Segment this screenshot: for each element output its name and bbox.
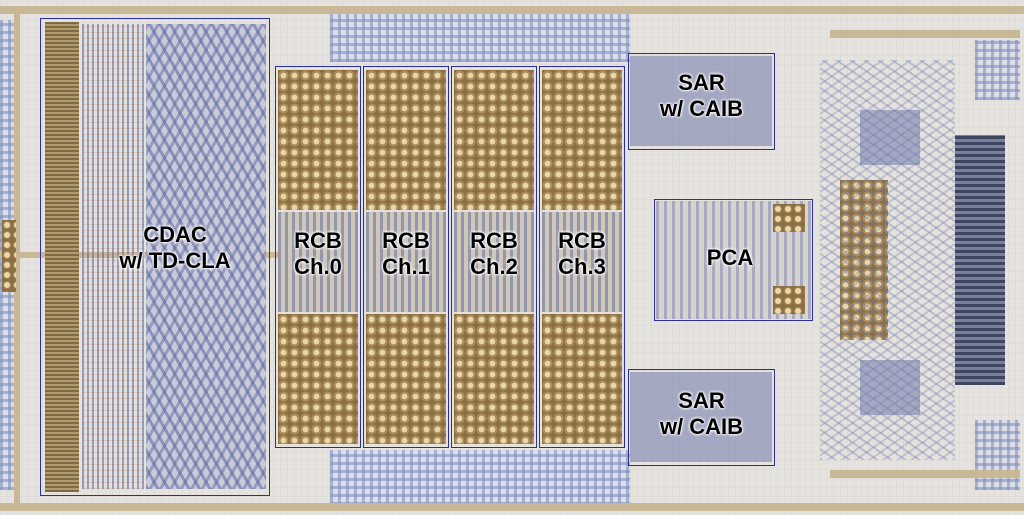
- rcb-ch1-switches: [366, 212, 446, 312]
- pca-label-line1: PCA: [706, 245, 754, 270]
- sar-top-label-line2: w/ CAIB: [659, 95, 744, 121]
- bottom-metal-rail: [0, 503, 1024, 511]
- io-pad-strip: [2, 220, 16, 292]
- sar-top-logic: [630, 56, 772, 146]
- rcb-ch1-label-line1: RCB: [382, 228, 430, 253]
- rcb-ch1-outline: [363, 66, 449, 448]
- rcb-ch2-switches: [454, 212, 534, 312]
- rcb-ch2-label-line2: Ch.2: [470, 253, 518, 279]
- cdac-capacitor-array-left: [45, 22, 79, 492]
- rcb-ch1-label: RCB Ch.1: [363, 228, 449, 280]
- sar-bottom-label-line1: SAR: [678, 388, 725, 413]
- rcb-ch3-bottom-pads: [542, 314, 622, 444]
- pca-outline: [654, 199, 813, 321]
- rcb-ch1-label-line2: Ch.1: [382, 253, 430, 279]
- pca-pads-top: [773, 204, 805, 232]
- right-pad-cluster: [840, 180, 888, 340]
- rcb-ch3-top-pads: [542, 70, 622, 210]
- rcb-ch3-label-line1: RCB: [558, 228, 606, 253]
- rcb-ch1-top-pads: [366, 70, 446, 210]
- sar-top-label: SAR w/ CAIB: [628, 70, 775, 122]
- right-metal-bus: [830, 30, 1020, 38]
- pca-label: PCA: [680, 245, 780, 271]
- rcb-ch3-label-line2: Ch.3: [558, 253, 606, 279]
- right-metal-bus-2: [830, 470, 1020, 478]
- bottom-routing-grid: [330, 450, 630, 505]
- right-top-grid: [975, 40, 1020, 100]
- sar-bottom-label: SAR w/ CAIB: [628, 388, 775, 440]
- rcb-ch0-label-line1: RCB: [294, 228, 342, 253]
- right-logic-block: [955, 135, 1005, 385]
- rcb-ch2-top-pads: [454, 70, 534, 210]
- right-upper-logic: [860, 110, 920, 165]
- rcb-ch0-switches: [278, 212, 358, 312]
- rcb-ch1-block: [363, 66, 449, 448]
- sar-top-outline: [628, 53, 775, 150]
- cdac-wiring: [82, 24, 144, 489]
- rcb-ch0-top-pads: [278, 70, 358, 210]
- sar-bottom-logic: [630, 372, 772, 462]
- rcb-ch1-bottom-pads: [366, 314, 446, 444]
- cdac-outline: [40, 18, 270, 496]
- sar-bottom-label-line2: w/ CAIB: [659, 413, 744, 439]
- rcb-ch2-block: [451, 66, 537, 448]
- rcb-ch3-switches: [542, 212, 622, 312]
- rcb-ch3-outline: [539, 66, 625, 448]
- rcb-ch0-label-line2: Ch.0: [294, 253, 342, 279]
- rcb-ch2-label-line1: RCB: [470, 228, 518, 253]
- pca-pads-bottom: [773, 286, 805, 314]
- top-metal-rail: [0, 6, 1024, 14]
- rcb-ch2-outline: [451, 66, 537, 448]
- rcb-ch0-outline: [275, 66, 361, 448]
- sar-top-label-line1: SAR: [678, 70, 725, 95]
- rcb-ch2-label: RCB Ch.2: [451, 228, 537, 280]
- rcb-ch2-bottom-pads: [454, 314, 534, 444]
- right-bottom-grid: [975, 420, 1020, 490]
- cdac-td-cla-logic: [146, 24, 266, 489]
- rcb-ch0-label: RCB Ch.0: [275, 228, 361, 280]
- left-metal-rail: [14, 6, 20, 511]
- rcb-ch0-block: [275, 66, 361, 448]
- cdac-label: CDAC w/ TD-CLA: [80, 222, 270, 274]
- sar-bottom-outline: [628, 369, 775, 466]
- right-lower-logic: [860, 360, 920, 415]
- cdac-label-line1: CDAC: [143, 222, 207, 247]
- rcb-ch3-label: RCB Ch.3: [539, 228, 625, 280]
- top-routing-grid: [330, 14, 630, 62]
- cdac-label-line2: w/ TD-CLA: [119, 247, 231, 273]
- rcb-ch3-block: [539, 66, 625, 448]
- rcb-ch0-bottom-pads: [278, 314, 358, 444]
